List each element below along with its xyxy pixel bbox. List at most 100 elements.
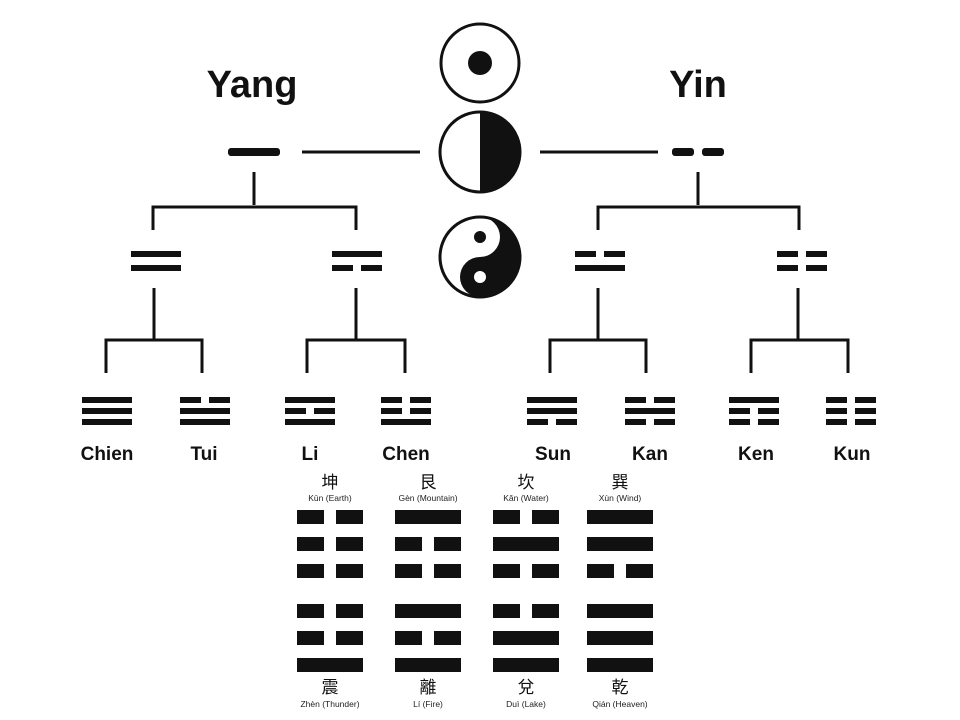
yang-line (395, 658, 461, 672)
yin-line-segment (381, 408, 402, 414)
yin-line-segment (410, 397, 431, 403)
trigram-label-li: Li (302, 444, 319, 465)
yin-line-segment (532, 510, 559, 524)
table-bottom-caption-2: Lí (Fire) (413, 699, 443, 709)
trigram-li (285, 397, 335, 425)
yin-line-segment (180, 397, 201, 403)
trigram-tui (180, 397, 230, 425)
yin-line-segment (332, 265, 353, 271)
yang-line (82, 397, 132, 403)
yang-line (587, 537, 653, 551)
yin-line-segment (297, 537, 324, 551)
yin-line-segment (587, 564, 614, 578)
connector-yin-branch (596, 205, 801, 230)
table-top-caption-1: Kūn (Earth) (308, 493, 352, 503)
table-top-trigram-2 (395, 510, 461, 578)
yang-line (587, 604, 653, 618)
digram-yin-yang (575, 251, 625, 271)
yin-line-segment (381, 397, 402, 403)
table-top-trigram-1 (297, 510, 363, 578)
yin-line-segment (626, 564, 653, 578)
table-top-caption-3: Kǎn (Water) (503, 493, 549, 503)
yin-line-segment (434, 537, 461, 551)
yin-line-segment (493, 604, 520, 618)
connector-digram-3-branch (548, 338, 648, 373)
yang-line (381, 419, 431, 425)
yang-line (493, 537, 559, 551)
table-bottom-trigram-4 (587, 604, 653, 672)
yang-line (587, 631, 653, 645)
yin-line-segment (729, 408, 750, 414)
half-black-circle-icon (438, 110, 522, 194)
table-top-char-2: 艮 (420, 473, 437, 493)
yin-line-segment (434, 631, 461, 645)
yin-line-segment (395, 631, 422, 645)
trigram-label-tui: Tui (190, 444, 217, 465)
yin-line-segment (826, 408, 847, 414)
yin-line-segment (314, 408, 335, 414)
table-bottom-char-4: 乾 (612, 678, 629, 698)
yin-line-segment (758, 419, 779, 425)
yin-line-segment (527, 419, 548, 425)
yang-line (285, 397, 335, 403)
yin-heading: Yin (669, 64, 727, 106)
connector-digram-2-branch (305, 338, 407, 373)
yang-line (587, 658, 653, 672)
yin-line-segment (625, 397, 646, 403)
yin-yang-icon (438, 215, 522, 299)
digram-yang-yin (332, 251, 382, 271)
yang-line (625, 408, 675, 414)
table-bottom-char-1: 震 (322, 678, 339, 698)
yin-line-segment (625, 419, 646, 425)
yin-line-segment (777, 251, 798, 257)
yin-line-segment (826, 397, 847, 403)
yin-line-segment (336, 604, 363, 618)
yin-line-segment (361, 265, 382, 271)
table-top-caption-2: Gèn (Mountain) (398, 493, 457, 503)
table-bottom-char-2: 離 (420, 678, 437, 698)
tree-connectors (104, 150, 850, 373)
yang-line (395, 604, 461, 618)
digram-yin-yin (777, 251, 827, 271)
yin-line-segment (729, 419, 750, 425)
yin-line-segment (285, 408, 306, 414)
yin-monogram (672, 148, 724, 156)
trigram-sun (527, 397, 577, 425)
yang-line (131, 265, 181, 271)
yin-line-segment (855, 397, 876, 403)
table-bottom-caption-1: Zhèn (Thunder) (300, 699, 359, 709)
table-bottom-caption-4: Qián (Heaven) (592, 699, 647, 709)
yin-line-segment (654, 397, 675, 403)
yin-line-segment (336, 564, 363, 578)
yang-line (228, 148, 280, 156)
yin-line-segment (493, 510, 520, 524)
yang-line (82, 419, 132, 425)
yin-line-segment (434, 564, 461, 578)
connector-digram-1-branch (104, 338, 204, 373)
yin-line-segment (532, 604, 559, 618)
yin-line-segment (826, 419, 847, 425)
table-bottom-char-3: 兌 (518, 678, 535, 698)
table-top-caption-4: Xùn (Wind) (599, 493, 642, 503)
yin-line-segment (297, 564, 324, 578)
table-bottom-trigram-3 (493, 604, 559, 672)
yin-line-segment (493, 564, 520, 578)
yang-line (297, 658, 363, 672)
trigram-label-chen: Chen (382, 444, 430, 465)
digram-yang-yang (131, 251, 181, 271)
yang-line (587, 510, 653, 524)
yang-line (527, 397, 577, 403)
yin-line-segment (777, 265, 798, 271)
yin-line-segment (395, 564, 422, 578)
yin-line-segment (297, 510, 324, 524)
trigram-label-kun: Kun (834, 444, 871, 465)
yang-line (395, 510, 461, 524)
yin-line-segment (702, 148, 724, 156)
yin-line-segment (758, 408, 779, 414)
yin-line-segment (297, 631, 324, 645)
yin-line-segment (855, 419, 876, 425)
yang-line (180, 408, 230, 414)
yin-line-segment (209, 397, 230, 403)
yang-line (493, 658, 559, 672)
